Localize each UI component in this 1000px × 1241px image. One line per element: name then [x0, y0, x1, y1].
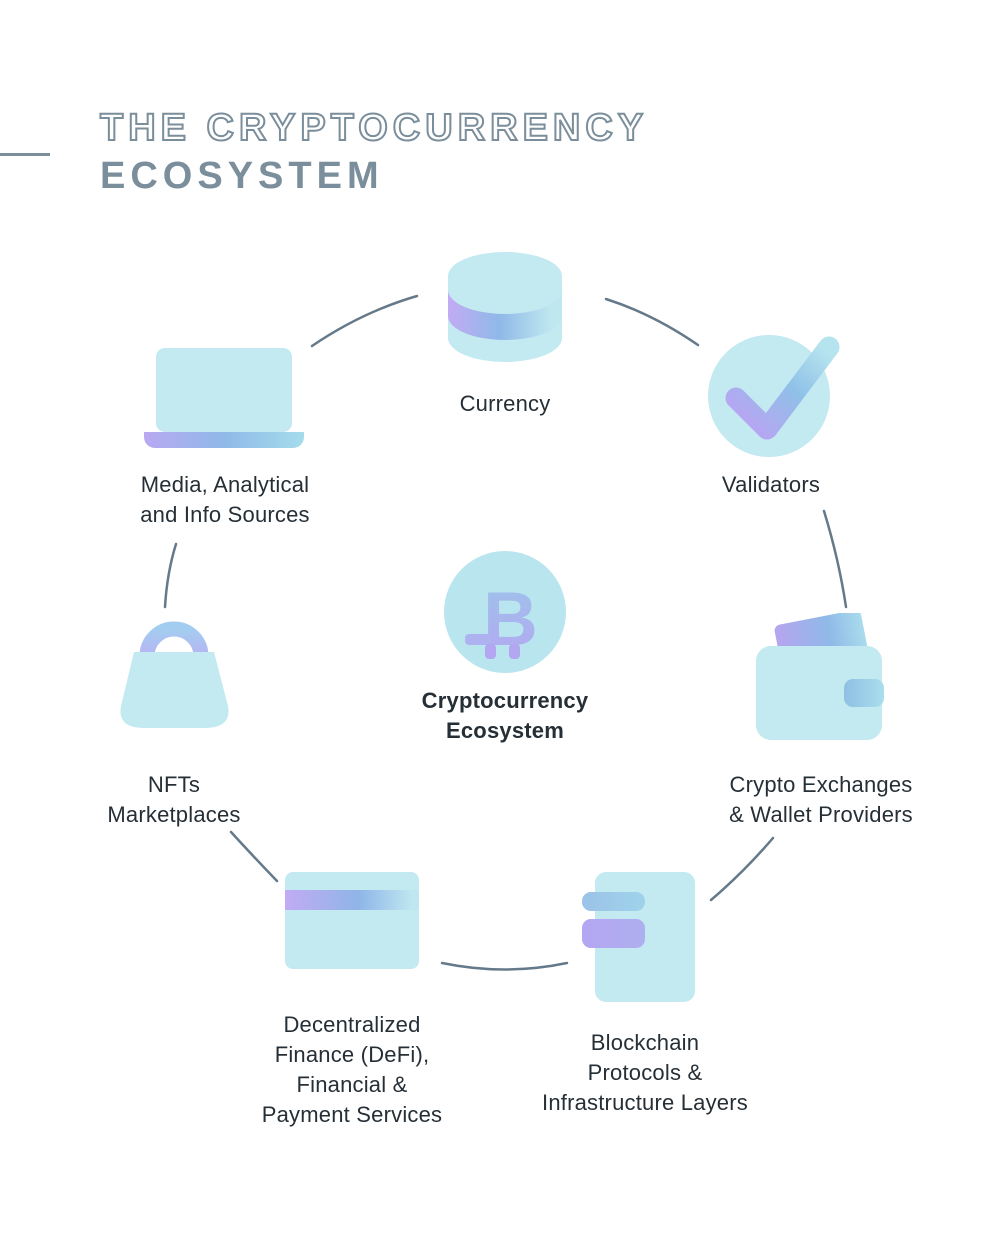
- connector-currency-validators: [604, 297, 700, 347]
- node-label-media: Media, Analytical and Info Sources: [140, 472, 310, 527]
- bitcoin-icon: B: [443, 550, 568, 680]
- connector-media-currency: [310, 294, 419, 348]
- node-label-exchanges: Crypto Exchanges & Wallet Providers: [729, 772, 913, 827]
- connector-wallet-blockchain: [709, 836, 775, 902]
- node-label-validators: Validators: [721, 472, 821, 497]
- page-title: THE CRYPTOCURRENCY ECOSYSTEM: [99, 104, 649, 200]
- page-title-line1: THE CRYPTOCURRENCY: [99, 106, 649, 150]
- coin-cylinder-icon: [447, 252, 563, 369]
- node-label-blockchain: Blockchain Protocols & Infrastructure La…: [542, 1030, 748, 1115]
- check-circle-icon: [703, 330, 843, 470]
- title-accent-rule: [0, 153, 50, 156]
- connector-blockchain-defi: [440, 961, 569, 971]
- center-label: Cryptocurrency Ecosystem: [421, 688, 589, 743]
- page-title-line2: ECOSYSTEM: [100, 155, 384, 197]
- laptop-icon: [144, 346, 304, 455]
- wallet-icon: [753, 610, 887, 748]
- node-label-nft: NFTs Marketplaces: [107, 772, 241, 827]
- shopping-bag-icon: [117, 618, 233, 751]
- node-label-currency: Currency: [459, 391, 551, 416]
- credit-card-icon: [284, 871, 421, 977]
- connector-nft-media: [163, 542, 178, 609]
- node-label-defi: Decentralized Finance (DeFi), Financial …: [261, 1012, 443, 1127]
- blocks-document-icon: [580, 870, 700, 1010]
- connector-validators-wallet: [822, 509, 848, 609]
- connector-defi-nft: [229, 830, 279, 883]
